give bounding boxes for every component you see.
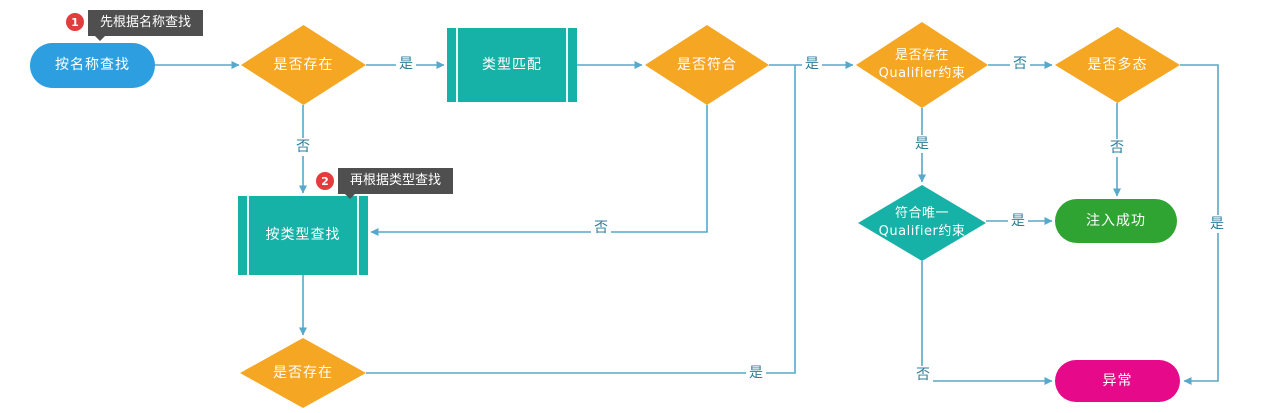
node-is-polymorphic-label: 是否多态 [1087, 56, 1148, 73]
annotation-tooltip-second: 再根据类型查找 [338, 168, 454, 199]
annotation-badge-2: 2 [316, 172, 334, 190]
node-qualifier-exists-label: 是否存在 Qualifier约束 [878, 48, 966, 81]
edge-label-polymorphic-no: 否 [1107, 139, 1127, 157]
node-inject-success-label: 注入成功 [1086, 212, 1146, 229]
edge-label-conform-yes: 是 [802, 55, 822, 73]
edge-is-conform-to-find-by-type [370, 105, 708, 236]
edge-label-type-exists-yes: 是 [746, 364, 766, 382]
node-is-conform-label: 是否符合 [677, 56, 737, 73]
node-exception-label: 异常 [1102, 372, 1133, 389]
node-find-by-type-label: 按类型查找 [265, 227, 341, 244]
node-exists-by-type-label: 是否存在 [273, 364, 333, 381]
node-exists-by-name-label: 是否存在 [273, 56, 334, 73]
node-type-match-label: 类型匹配 [482, 56, 542, 73]
node-find-by-name-label: 按名称查找 [55, 57, 130, 74]
annotation-tooltip-first: 先根据名称查找 [88, 10, 204, 41]
node-find-by-name: 按名称查找 [30, 43, 155, 88]
annotation-badge-1: 1 [66, 13, 84, 31]
edge-exists-by-type-to-qualifier-exists [366, 65, 796, 374]
node-exception: 异常 [1055, 360, 1180, 402]
edge-label-unique-yes: 是 [1008, 212, 1028, 230]
edge-label-name-exists-yes: 是 [396, 55, 416, 73]
edge-label-name-exists-no: 否 [293, 138, 313, 156]
edge-label-polymorphic-yes: 是 [1207, 215, 1227, 233]
node-inject-success: 注入成功 [1055, 199, 1177, 243]
edge-label-qualifier-no: 否 [1010, 55, 1030, 73]
edge-label-qualifier-yes: 是 [912, 135, 932, 153]
edge-label-unique-no: 否 [913, 366, 933, 384]
node-type-match: 类型匹配 [447, 28, 577, 102]
edge-label-conform-no: 否 [591, 219, 611, 237]
node-find-by-type: 按类型查找 [238, 196, 368, 275]
node-unique-qualifier-label: 符合唯一 Qualifier约束 [878, 206, 966, 239]
edge-unique-qualifier-to-exception [921, 261, 1053, 385]
